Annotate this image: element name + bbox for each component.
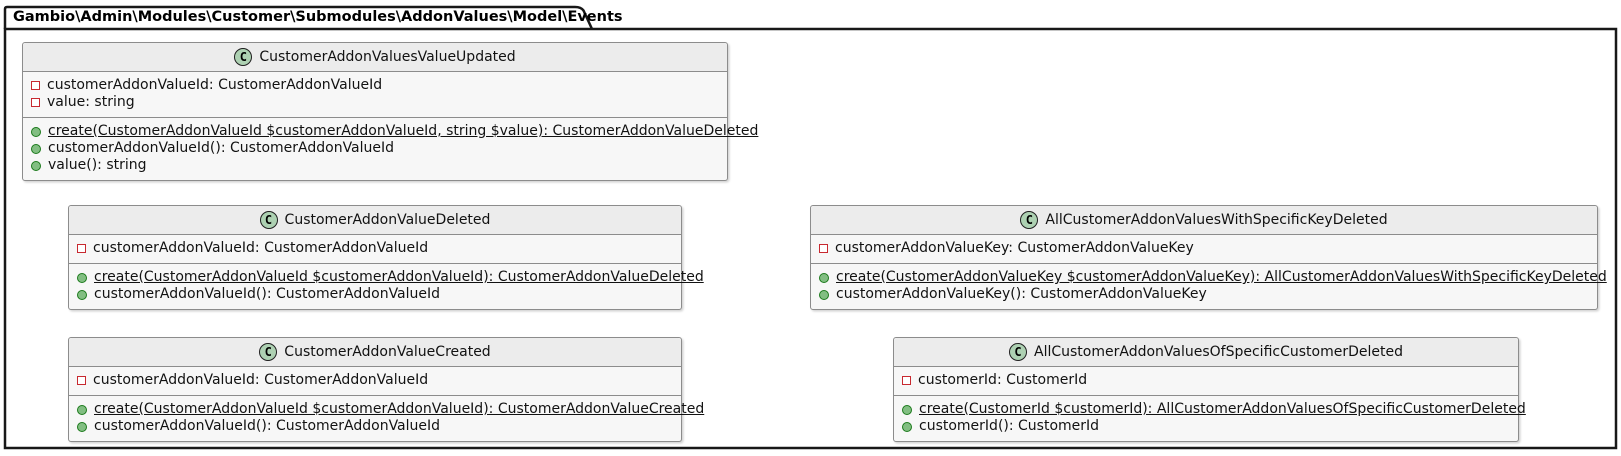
method-item: create(CustomerId $customerId): AllCusto… <box>902 401 1526 418</box>
method-item: create(CustomerAddonValueKey $customerAd… <box>819 269 1607 286</box>
method-visibility-icon <box>77 272 87 283</box>
field-text: customerAddonValueId: CustomerAddonValue… <box>93 372 429 388</box>
method-text: create(CustomerAddonValueKey $customerAd… <box>836 269 1607 285</box>
field-visibility-icon <box>819 244 828 253</box>
class-icon: C <box>1009 343 1027 361</box>
method-text: create(CustomerAddonValueId $customerAdd… <box>94 269 704 285</box>
method-item: customerAddonValueId(): CustomerAddonVal… <box>77 418 673 435</box>
field-item: customerId: CustomerId <box>902 372 1510 389</box>
method-item: customerAddonValueId(): CustomerAddonVal… <box>31 140 719 157</box>
method-text: create(CustomerId $customerId): AllCusto… <box>919 401 1526 417</box>
method-text: customerAddonValueId(): CustomerAddonVal… <box>94 286 441 302</box>
field-visibility-icon <box>77 244 86 253</box>
package-title: Gambio\Admin\Modules\Customer\Submodules… <box>13 9 623 25</box>
field-visibility-icon <box>31 98 40 107</box>
fields-section: customerId: CustomerId <box>894 367 1518 395</box>
method-visibility-icon <box>77 404 87 415</box>
fields-section: customerAddonValueId: CustomerAddonValue… <box>69 235 681 263</box>
field-item: customerAddonValueId: CustomerAddonValue… <box>77 240 673 257</box>
class-all-customer-addon-values-of-specific-customer-deleted: C AllCustomerAddonValuesOfSpecificCustom… <box>893 337 1526 442</box>
class-icon: C <box>234 48 253 66</box>
field-text: customerAddonValueId: CustomerAddonValue… <box>47 77 383 93</box>
method-text: customerAddonValueId(): CustomerAddonVal… <box>94 418 441 434</box>
class-name: AllCustomerAddonValuesOfSpecificCustomer… <box>1034 344 1403 360</box>
class-name: CustomerAddonValueCreated <box>284 344 491 360</box>
class-header: C CustomerAddonValuesValueUpdated <box>23 43 727 72</box>
class-header: C AllCustomerAddonValuesWithSpecificKeyD… <box>811 206 1597 235</box>
methods-section: create(CustomerId $customerId): AllCusto… <box>894 395 1526 441</box>
method-item: create(CustomerAddonValueId $customerAdd… <box>31 123 758 140</box>
field-item: customerAddonValueId: CustomerAddonValue… <box>77 372 673 389</box>
method-text: create(CustomerAddonValueId $customerAdd… <box>94 401 705 417</box>
class-customer-addon-value-created: C CustomerAddonValueCreated customerAddo… <box>68 337 704 442</box>
methods-section: create(CustomerAddonValueId $customerAdd… <box>69 395 704 441</box>
method-visibility-icon <box>77 421 87 432</box>
field-text: customerAddonValueKey: CustomerAddonValu… <box>835 240 1194 256</box>
field-visibility-icon <box>31 81 40 90</box>
method-text: value(): string <box>48 157 147 173</box>
class-customer-addon-values-value-updated: C CustomerAddonValuesValueUpdated custom… <box>22 42 758 181</box>
field-item: value: string <box>31 94 719 111</box>
method-visibility-icon <box>902 404 912 415</box>
methods-section: create(CustomerAddonValueKey $customerAd… <box>811 263 1607 309</box>
method-visibility-icon <box>77 289 87 300</box>
class-header: C CustomerAddonValueDeleted <box>69 206 681 235</box>
method-item: customerAddonValueKey(): CustomerAddonVa… <box>819 286 1589 303</box>
method-text: create(CustomerAddonValueId $customerAdd… <box>48 123 759 139</box>
class-header: C AllCustomerAddonValuesOfSpecificCustom… <box>894 338 1518 367</box>
class-name: CustomerAddonValuesValueUpdated <box>259 49 516 65</box>
method-item: create(CustomerAddonValueId $customerAdd… <box>77 401 704 418</box>
method-visibility-icon <box>819 289 829 300</box>
methods-section: create(CustomerAddonValueId $customerAdd… <box>69 263 704 309</box>
method-text: customerId(): CustomerId <box>919 418 1100 434</box>
method-visibility-icon <box>31 143 41 154</box>
class-icon: C <box>1020 211 1039 229</box>
method-visibility-icon <box>31 126 41 137</box>
class-header: C CustomerAddonValueCreated <box>69 338 681 367</box>
class-icon: C <box>259 343 278 361</box>
fields-section: customerAddonValueKey: CustomerAddonValu… <box>811 235 1597 263</box>
class-all-customer-addon-values-with-specific-key-deleted: C AllCustomerAddonValuesWithSpecificKeyD… <box>810 205 1607 310</box>
field-item: customerAddonValueKey: CustomerAddonValu… <box>819 240 1589 257</box>
fields-section: customerAddonValueId: CustomerAddonValue… <box>23 72 727 117</box>
class-name: AllCustomerAddonValuesWithSpecificKeyDel… <box>1045 212 1388 228</box>
field-text: value: string <box>47 94 135 110</box>
class-icon: C <box>259 211 278 229</box>
method-text: customerAddonValueId(): CustomerAddonVal… <box>48 140 395 156</box>
method-item: customerId(): CustomerId <box>902 418 1510 435</box>
method-text: customerAddonValueKey(): CustomerAddonVa… <box>836 286 1207 302</box>
method-item: create(CustomerAddonValueId $customerAdd… <box>77 269 704 286</box>
fields-section: customerAddonValueId: CustomerAddonValue… <box>69 367 681 395</box>
method-visibility-icon <box>31 160 41 171</box>
field-visibility-icon <box>77 376 86 385</box>
methods-section: create(CustomerAddonValueId $customerAdd… <box>23 117 758 180</box>
field-text: customerId: CustomerId <box>918 372 1088 388</box>
method-item: customerAddonValueId(): CustomerAddonVal… <box>77 286 673 303</box>
class-name: CustomerAddonValueDeleted <box>284 212 491 228</box>
field-item: customerAddonValueId: CustomerAddonValue… <box>31 77 719 94</box>
method-visibility-icon <box>902 421 912 432</box>
method-visibility-icon <box>819 272 829 283</box>
class-customer-addon-value-deleted: C CustomerAddonValueDeleted customerAddo… <box>68 205 704 310</box>
field-visibility-icon <box>902 376 911 385</box>
method-item: value(): string <box>31 157 719 174</box>
field-text: customerAddonValueId: CustomerAddonValue… <box>93 240 429 256</box>
